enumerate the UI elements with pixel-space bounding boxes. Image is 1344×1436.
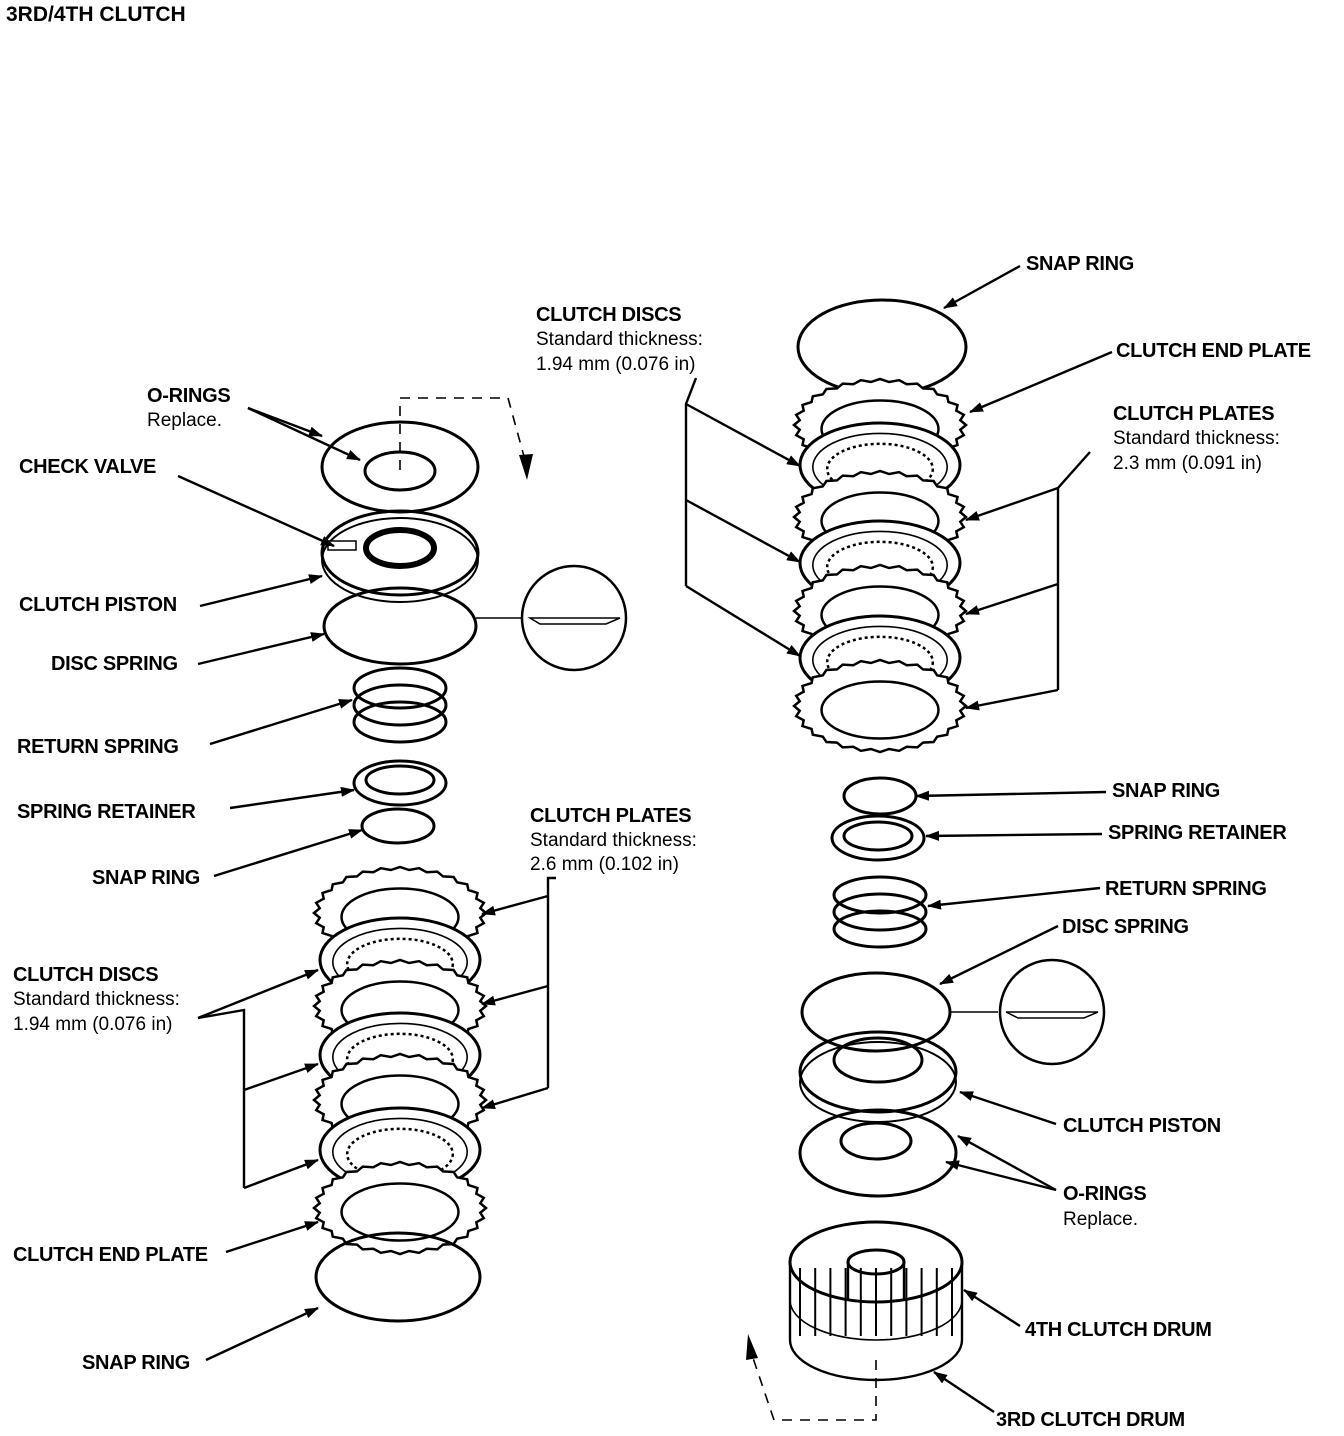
left-clutch-piston-part xyxy=(320,509,480,603)
right-clutch-discs-label: CLUTCH DISCS xyxy=(536,304,682,326)
right-clutch-discs-note2: 1.94 mm (0.076 in) xyxy=(536,354,696,375)
left-o-rings-label: O-RINGS xyxy=(147,385,231,407)
right-o-rings-part xyxy=(798,1108,958,1198)
left-o-rings-note: Replace. xyxy=(147,410,222,431)
page-title: 3RD/4TH CLUTCH xyxy=(6,3,186,26)
left-clutch-piston-label: CLUTCH PISTON xyxy=(19,594,177,616)
left-clutch-discs-label: CLUTCH DISCS xyxy=(13,964,159,986)
left-check-valve-label: CHECK VALVE xyxy=(19,456,157,478)
right-snap-ring-mid-part xyxy=(842,776,918,816)
right-3rd-clutch-drum-label: 3RD CLUTCH DRUM xyxy=(996,1409,1185,1431)
right-snap-ring-top-label: SNAP RING xyxy=(1026,253,1135,275)
right-return-spring-label: RETURN SPRING xyxy=(1105,878,1267,900)
left-clutch-discs-note2: 1.94 mm (0.076 in) xyxy=(13,1014,173,1035)
left-disc-spring-label: DISC SPRING xyxy=(51,653,178,675)
left-clutch-plate xyxy=(312,1160,488,1256)
left-flow-arrow xyxy=(399,397,533,480)
right-o-rings-note: Replace. xyxy=(1063,1209,1138,1230)
right-spring-retainer-label: SPRING RETAINER xyxy=(1108,822,1287,844)
right-clutch-plates-note1: Standard thickness: xyxy=(1113,428,1280,449)
left-spring-retainer-label: SPRING RETAINER xyxy=(17,801,196,823)
right-clutch-plate xyxy=(792,658,968,754)
left-clutch-pack xyxy=(312,865,488,1256)
right-clutch-end-plate-label: CLUTCH END PLATE xyxy=(1116,340,1311,362)
right-clutch-discs-note1: Standard thickness: xyxy=(536,329,703,350)
right-disc-spring-detail xyxy=(950,958,1106,1066)
right-flow-arrow xyxy=(746,1334,877,1421)
right-snap-ring-mid-label: SNAP RING xyxy=(1112,780,1221,802)
right-spring-retainer-part xyxy=(830,814,926,862)
right-disc-spring-label: DISC SPRING xyxy=(1062,916,1189,938)
left-leader-lines xyxy=(177,406,556,1362)
right-clutch-plates-label: CLUTCH PLATES xyxy=(1113,403,1275,425)
right-4th-clutch-drum-label: 4TH CLUTCH DRUM xyxy=(1025,1319,1212,1341)
left-snap-ring-upper-label: SNAP RING xyxy=(92,867,201,889)
left-clutch-discs-note1: Standard thickness: xyxy=(13,989,180,1010)
right-return-spring-part xyxy=(832,875,928,949)
right-clutch-plates-note2: 2.3 mm (0.091 in) xyxy=(1113,453,1262,474)
clutch-drum-part xyxy=(788,1220,964,1382)
left-snap-ring-lower-label: SNAP RING xyxy=(82,1352,191,1374)
left-disc-spring-detail xyxy=(476,564,628,672)
right-leader-lines xyxy=(684,264,1113,1413)
left-clutch-plates-note2: 2.6 mm (0.102 in) xyxy=(530,854,679,875)
right-clutch-pack xyxy=(792,377,968,754)
left-snap-ring-part xyxy=(360,807,436,845)
left-lower-snap-ring-part xyxy=(314,1231,482,1323)
left-clutch-end-plate-label: CLUTCH END PLATE xyxy=(13,1244,208,1266)
left-spring-retainer-part xyxy=(352,759,448,807)
right-clutch-piston-label: CLUTCH PISTON xyxy=(1063,1115,1221,1137)
left-disc-spring-part xyxy=(322,586,478,666)
right-o-rings-label: O-RINGS xyxy=(1063,1183,1147,1205)
left-return-spring-label: RETURN SPRING xyxy=(17,736,179,758)
left-clutch-plates-label: CLUTCH PLATES xyxy=(530,805,692,827)
left-clutch-plates-note1: Standard thickness: xyxy=(530,830,697,851)
left-return-spring-part xyxy=(352,666,448,744)
